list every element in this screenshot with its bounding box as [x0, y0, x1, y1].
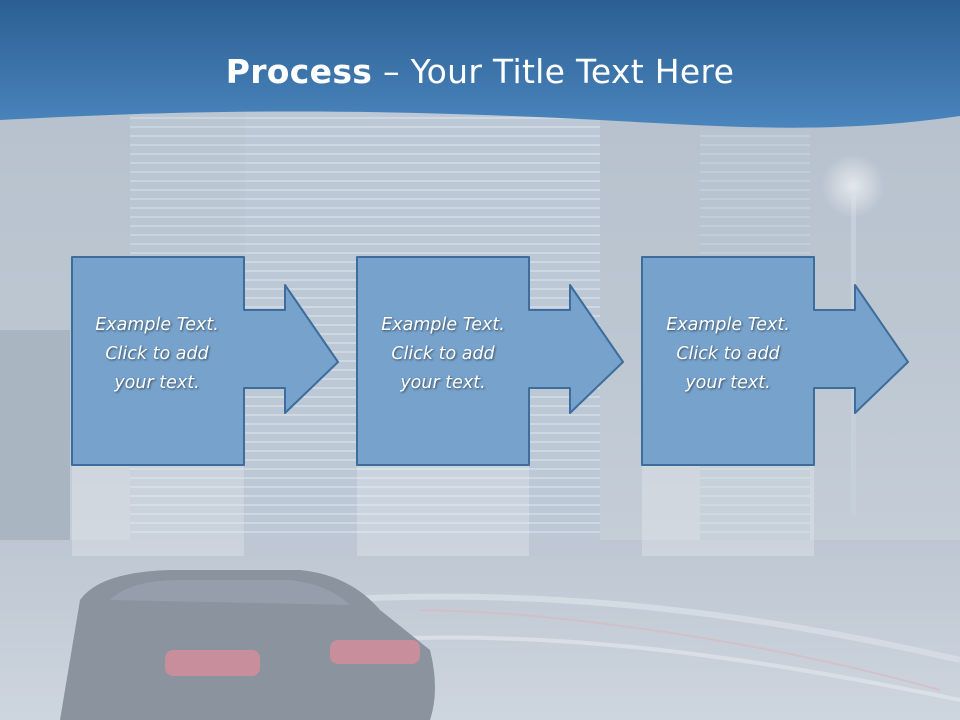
light-trails [329, 593, 960, 702]
process-step-3[interactable] [641, 256, 909, 466]
title-bold: Process [225, 52, 373, 91]
slide-title[interactable]: Process – Your Title Text Here [0, 52, 960, 91]
title-rest: – Your Title Text Here [372, 52, 735, 91]
step-text-line: Click to add [105, 344, 209, 364]
step-text-line: your text. [114, 373, 200, 393]
step-1-text[interactable]: Example Text. Click to add your text. [72, 311, 242, 398]
step-text-line: your text. [685, 373, 771, 393]
step-2-text[interactable]: Example Text. Click to add your text. [358, 311, 528, 398]
car [60, 570, 435, 720]
box-reflections [72, 466, 814, 556]
process-step-1[interactable] [71, 256, 339, 466]
header-band [0, 0, 960, 128]
step-text-line: Example Text. [666, 315, 790, 335]
step-text-line: Click to add [391, 344, 495, 364]
step-text-line: your text. [400, 373, 486, 393]
building-far-left [0, 330, 70, 550]
step-text-line: Example Text. [95, 315, 219, 335]
step-3-text[interactable]: Example Text. Click to add your text. [643, 311, 813, 398]
process-step-2[interactable] [356, 256, 624, 466]
step-text-line: Click to add [676, 344, 780, 364]
step-text-line: Example Text. [381, 315, 505, 335]
